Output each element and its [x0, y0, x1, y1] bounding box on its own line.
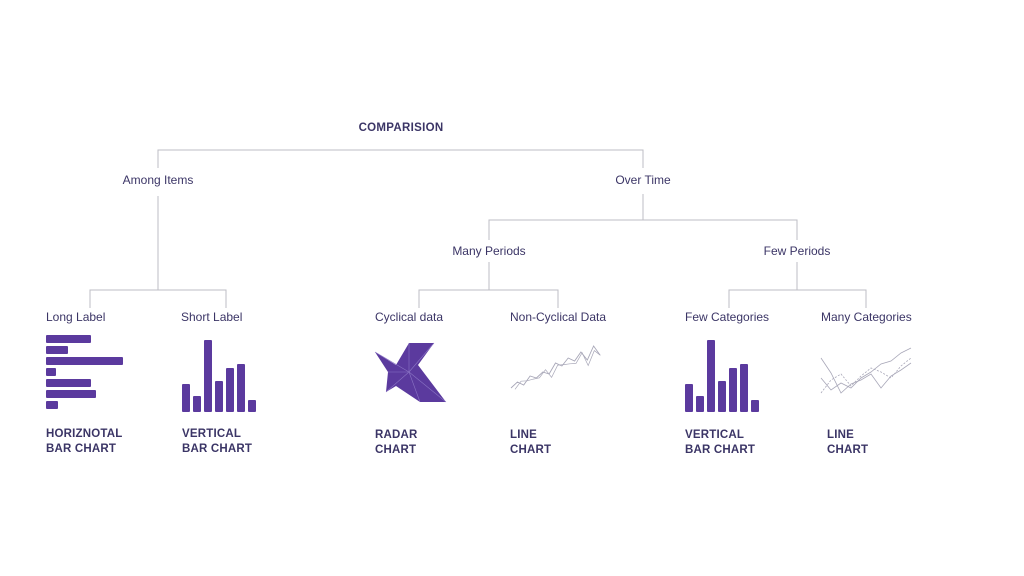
horizontal-bar-chart-icon: [46, 335, 123, 409]
radar-spoke: [408, 342, 435, 373]
vbar: [729, 368, 737, 412]
multi-line-chart-icon: [820, 347, 912, 394]
radar-spoke: [408, 371, 447, 403]
vbar: [204, 340, 212, 412]
line-chart-icon: [510, 345, 601, 390]
vbar: [193, 396, 201, 412]
hbar: [46, 346, 68, 354]
radar-spokes: [374, 342, 447, 403]
few-periods-connector: [728, 262, 867, 308]
over-time-label: Over Time: [615, 173, 671, 187]
hbar: [46, 390, 96, 398]
vertical-bar-chart-title: VERTICAL BAR CHART: [182, 427, 252, 457]
title-line: CHART: [510, 444, 552, 456]
title-line: BAR CHART: [182, 443, 253, 455]
vbar: [182, 384, 190, 412]
hbar: [46, 335, 91, 343]
vertical-bar-chart-icon: [182, 340, 256, 412]
vertical-bar-chart-title-2: VERTICAL BAR CHART: [685, 428, 755, 458]
hbar: [46, 368, 56, 376]
title-line: RADAR: [375, 429, 418, 441]
vbar: [707, 340, 715, 412]
line-series: [820, 357, 912, 394]
title-line: HORIZNOTAL: [46, 428, 123, 440]
over-time-connector: [488, 194, 798, 240]
line-series: [820, 357, 912, 394]
vbar: [751, 400, 759, 412]
title-line: BAR CHART: [46, 443, 117, 455]
short-label-label: Short Label: [181, 310, 243, 324]
hbar: [46, 357, 123, 365]
connector-lines: [89, 149, 867, 308]
vbar: [685, 384, 693, 412]
many-periods-label: Many Periods: [452, 244, 526, 258]
vbar: [718, 381, 726, 412]
title-line: CHART: [375, 444, 417, 456]
few-periods-label: Few Periods: [763, 244, 831, 258]
many-categories-label: Many Categories: [821, 310, 912, 324]
hbar: [46, 379, 91, 387]
title-line: BAR CHART: [685, 444, 756, 456]
title-line: VERTICAL: [182, 428, 242, 440]
title-line: LINE: [827, 429, 854, 441]
few-categories-label: Few Categories: [685, 310, 770, 324]
radar-spoke: [408, 371, 421, 403]
vbar: [215, 381, 223, 412]
many-periods-connector: [418, 262, 559, 308]
line-series: [820, 347, 912, 391]
radar-chart-title: RADAR CHART: [375, 428, 418, 458]
vbar: [237, 364, 245, 412]
root-connector: [157, 149, 644, 168]
among-items-label: Among Items: [122, 173, 194, 187]
title-line: LINE: [510, 429, 537, 441]
title-line: VERTICAL: [685, 429, 745, 441]
vbar: [696, 396, 704, 412]
horizontal-bar-chart-title: HORIZNOTAL BAR CHART: [46, 427, 123, 457]
line-chart-title-2: LINE CHART: [827, 428, 868, 458]
cyclical-data-label: Cyclical data: [375, 310, 444, 324]
vbar: [740, 364, 748, 412]
vertical-bar-chart-icon: [685, 340, 759, 412]
vbar: [248, 400, 256, 412]
radar-chart-icon: [374, 342, 447, 403]
title-line: CHART: [827, 444, 869, 456]
root-label: COMPARISION: [358, 122, 444, 134]
long-label-label: Long Label: [46, 310, 106, 324]
line-series: [514, 350, 601, 390]
non-cyclical-data-label: Non-Cyclical Data: [510, 310, 607, 324]
vbar: [226, 368, 234, 412]
radar-spoke: [385, 371, 410, 393]
line-series: [510, 345, 601, 389]
among-items-connector: [89, 196, 227, 308]
line-chart-title: LINE CHART: [510, 428, 551, 458]
hbar: [46, 401, 58, 409]
radar-spoke: [374, 351, 410, 373]
